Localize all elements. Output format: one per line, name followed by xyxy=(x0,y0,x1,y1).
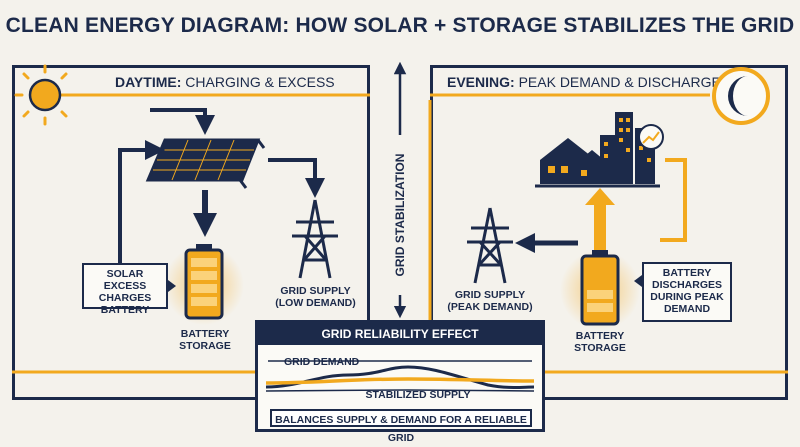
callout-line: DISCHARGES xyxy=(651,279,722,291)
daytime-panel xyxy=(12,65,370,400)
moon-icon xyxy=(712,67,770,125)
solar-panel-icon xyxy=(145,138,266,189)
label-line: BATTERY xyxy=(180,328,230,340)
stabilized-supply-label: STABILIZED SUPPLY xyxy=(365,389,471,401)
callout-line: SOLAR EXCESS xyxy=(103,268,147,292)
evening-heading-bold: EVENING: xyxy=(447,74,515,90)
reliability-curves xyxy=(265,360,535,392)
page-title: CLEAN ENERGY DIAGRAM: HOW SOLAR + STORAG… xyxy=(5,14,795,37)
callout-line: BATTERY xyxy=(662,267,712,279)
daytime-heading: DAYTIME: CHARGING & EXCESS xyxy=(115,74,335,90)
callout-line: CHARGES xyxy=(98,292,152,304)
evening-battery-label: BATTERY STORAGE xyxy=(560,330,640,354)
daytime-heading-rest: CHARGING & EXCESS xyxy=(181,74,335,90)
label-line: (PEAK DEMAND) xyxy=(447,301,533,313)
grid-stabilization-label-wrap: GRID STABILIZATION xyxy=(388,140,412,290)
transmission-tower-icon xyxy=(467,207,513,284)
label-line: STORAGE xyxy=(179,340,231,352)
battery-icon xyxy=(560,250,640,330)
label-line: GRID SUPPLY xyxy=(280,285,351,297)
reliability-footer: BALANCES SUPPLY & DEMAND FOR A RELIABLE … xyxy=(270,409,532,444)
solar-excess-callout: SOLAR EXCESS CHARGES BATTERY xyxy=(82,263,168,316)
evening-heading-rest: PEAK DEMAND & DISCHARGE xyxy=(514,74,721,90)
battery-icon xyxy=(164,244,244,325)
grid-stabilization-label: GRID STABILIZATION xyxy=(393,153,407,277)
callout-line: BATTERY xyxy=(100,304,150,316)
transmission-tower-icon xyxy=(292,199,338,279)
daytime-heading-bold: DAYTIME: xyxy=(115,74,182,90)
sun-icon xyxy=(14,64,76,126)
day-grid-label: GRID SUPPLY (LOW DEMAND) xyxy=(268,285,363,309)
rising-chart-icon xyxy=(638,124,664,150)
day-battery-label: BATTERY STORAGE xyxy=(165,328,245,352)
battery-discharges-callout: BATTERY DISCHARGES DURING PEAK DEMAND xyxy=(642,262,732,322)
label-line: BATTERY xyxy=(575,330,625,342)
grid-reliability-box: GRID RELIABILITY EFFECT GRID DEMAND STAB… xyxy=(255,320,545,444)
grid-demand-label: GRID DEMAND xyxy=(284,356,360,368)
callout-line: DEMAND xyxy=(663,303,711,315)
evening-heading: EVENING: PEAK DEMAND & DISCHARGE xyxy=(447,74,721,90)
evening-grid-label: GRID SUPPLY (PEAK DEMAND) xyxy=(440,289,540,313)
label-line: (LOW DEMAND) xyxy=(275,297,356,309)
city-houses-icon xyxy=(535,112,660,188)
callout-line: DURING PEAK xyxy=(650,291,724,303)
label-line: GRID SUPPLY xyxy=(454,289,526,301)
reliability-heading: GRID RELIABILITY EFFECT xyxy=(258,323,542,345)
label-line: STORAGE xyxy=(574,342,626,354)
